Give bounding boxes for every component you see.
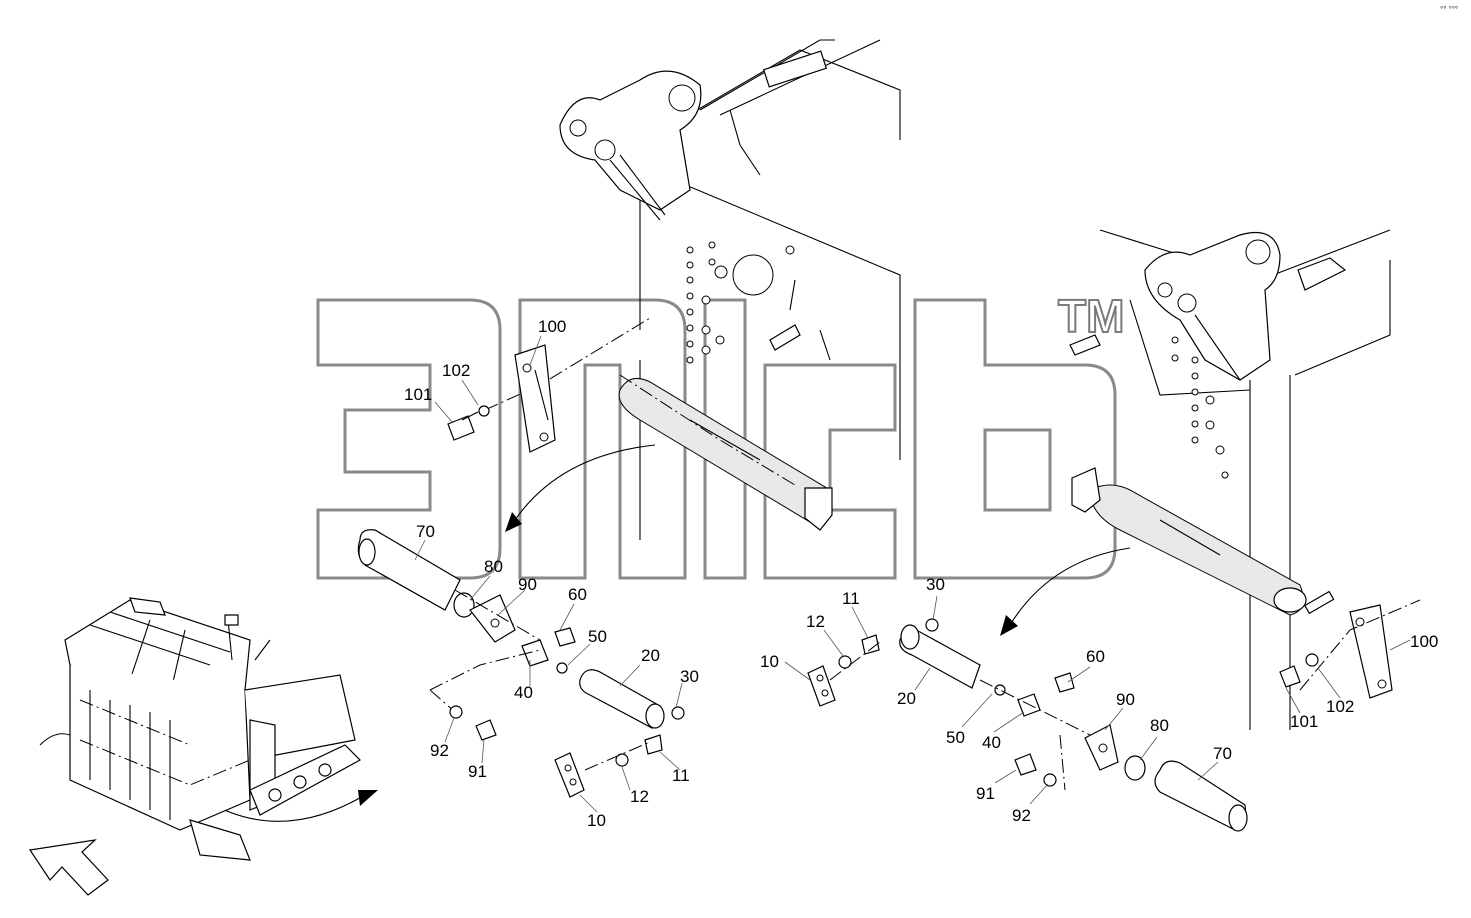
callout-right-10: 10 [760,652,779,671]
callout-right-80: 80 [1150,716,1169,735]
watermark-logo: TM [316,289,1125,580]
callout-right-60: 60 [1086,647,1105,666]
cylinder-mounted-right [1071,467,1307,616]
cylinder-mounted-left [618,374,833,531]
callouts-right: 11 30 12 10 60 20 90 80 50 40 70 91 92 1… [760,575,1438,825]
exploded-parts-right [807,599,1421,832]
machine-frame-left [559,39,901,540]
callout-left-90: 90 [518,575,537,594]
callout-left-70: 70 [416,522,435,541]
machine-frame-right [1069,229,1391,730]
callout-right-11: 11 [842,589,860,608]
callout-right-20: 20 [897,689,916,708]
callout-right-91: 91 [976,784,995,803]
exploded-parts-left [357,317,685,798]
callout-right-90: 90 [1116,690,1135,709]
callout-right-12: 12 [806,612,825,631]
callout-right-102: 102 [1326,697,1354,716]
machine-overview-thumbnail [39,597,361,861]
watermark-trademark: TM [1058,290,1124,342]
callouts-left: 100 102 101 70 80 90 60 50 20 40 30 92 9… [404,317,699,830]
callout-left-50: 50 [588,627,607,646]
callout-left-40: 40 [514,683,533,702]
callout-right-70: 70 [1213,744,1232,763]
callout-left-11: 11 [672,766,690,785]
assembly-arrows [204,444,1131,822]
callout-left-91: 91 [468,762,487,781]
callout-left-10: 10 [587,811,606,830]
callout-left-101: 101 [404,385,432,404]
callout-left-30: 30 [680,667,699,686]
callout-left-80: 80 [484,557,503,576]
callout-left-12: 12 [630,787,649,806]
callout-left-60: 60 [568,585,587,604]
callout-left-20: 20 [641,646,660,665]
leader-lines [414,335,1411,813]
corner-mark: °° °°° [1440,5,1458,14]
callout-right-92: 92 [1012,806,1031,825]
callout-left-102: 102 [442,361,470,380]
frame-holes-right [1171,336,1229,479]
callout-right-40: 40 [982,733,1001,752]
callout-right-100: 100 [1410,632,1438,651]
callout-right-101: 101 [1290,712,1318,731]
callout-left-92: 92 [430,741,449,760]
frame-holes-left [686,241,725,364]
view-direction-arrow [28,839,109,896]
callout-right-30: 30 [926,575,945,594]
callout-right-50: 50 [946,728,965,747]
callout-left-100: 100 [538,317,566,336]
